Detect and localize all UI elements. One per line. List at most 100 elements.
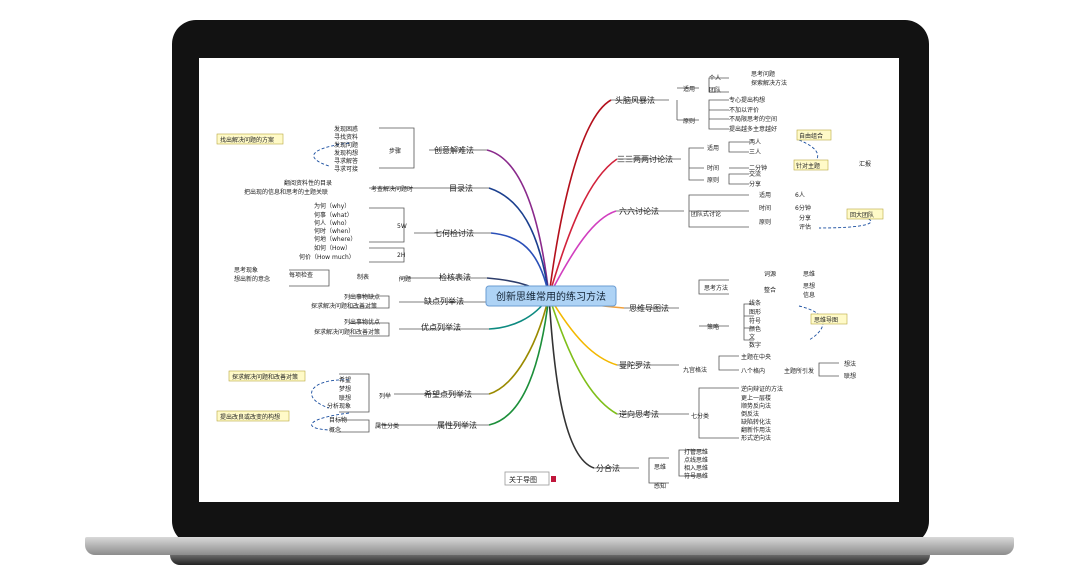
b2-s3b: 分享 xyxy=(749,180,761,188)
c2-b: 把出现的信息和思考的主题关联 xyxy=(244,188,328,196)
b7-s1: 思维 xyxy=(654,463,666,471)
c3-title: 七何检讨法 xyxy=(434,228,474,238)
c4-c: 想出新的意念 xyxy=(234,275,270,283)
c1-note: 找出解决问题的方案 xyxy=(220,136,274,144)
b4-t2c: 符号 xyxy=(749,317,761,325)
c7-a: 希望 xyxy=(339,376,351,384)
b4-t1: 思考方法 xyxy=(704,284,728,292)
c3-w-0: 为何（why） xyxy=(314,202,350,210)
b1-p4: 提出越多主意越好 xyxy=(729,125,777,133)
c3-h-0: 如何（How） xyxy=(314,244,351,252)
c7-note-box xyxy=(228,370,306,382)
b2-s1b: 三人 xyxy=(749,149,761,156)
b6-item-0: 逆向辩证的方法 xyxy=(741,385,783,393)
b1-sub1a2: 探索解决方法 xyxy=(751,79,787,87)
c3-sub2: 2H xyxy=(397,252,405,259)
b3-title: 六六讨论法 xyxy=(619,206,659,216)
b7-s1item-0: 打管思维 xyxy=(684,448,708,456)
c4-a: 每项检查 xyxy=(289,271,313,279)
b2-s3a: 交流 xyxy=(749,170,761,178)
c3-w-4: 何地（where） xyxy=(314,235,356,243)
b4-t1b2: 信息 xyxy=(803,291,815,299)
b7-s1item-2: 相入思维 xyxy=(684,464,708,472)
b2-s2a: 二分钟 xyxy=(749,164,767,172)
c5-a: 列出事物缺点 xyxy=(344,293,380,301)
c1-item-5: 寻求可接 xyxy=(334,165,358,173)
footer-box xyxy=(504,471,550,486)
b3-sub: 团队式讨论 xyxy=(691,210,721,218)
branch-b7 xyxy=(548,295,595,469)
branch-c2 xyxy=(488,187,550,297)
c4-mid: 制表 xyxy=(357,273,369,281)
c8-title: 属性列举法 xyxy=(437,420,477,430)
c7-c: 联想 xyxy=(339,394,351,402)
c2-a: 翻阅资料性的目录 xyxy=(284,179,332,187)
c7-sub: 列举 xyxy=(379,392,391,400)
branch-b2 xyxy=(548,158,618,297)
c1-item-3: 发现构想 xyxy=(334,149,358,157)
b6-sub: 七分类 xyxy=(691,412,709,420)
c3-sub1: 5W xyxy=(397,223,407,230)
c7-title: 希望点列举法 xyxy=(424,389,472,399)
branch-c3 xyxy=(490,232,550,297)
b6-item-6: 形式逆向法 xyxy=(741,434,771,442)
b6-title: 逆向思考法 xyxy=(619,409,659,419)
b5-c: 主题所引发 xyxy=(784,367,814,375)
b4-t1a1: 思维 xyxy=(803,270,815,278)
b7-title: 分合法 xyxy=(596,463,620,473)
c4-b: 思考现象 xyxy=(234,266,258,274)
c1-item-1: 寻找资料 xyxy=(334,133,358,141)
b3-a1v: 6人 xyxy=(795,192,805,199)
branch-b3 xyxy=(548,210,617,297)
b5-c2: 联想 xyxy=(844,372,856,380)
c1-sub: 步骤 xyxy=(389,147,401,155)
b3-a3a: 分享 xyxy=(799,214,811,222)
b6-item-4: 缺陷转化法 xyxy=(741,418,771,426)
c2-sub: 考查解决问题时 xyxy=(371,185,413,193)
branch-c7 xyxy=(488,295,550,395)
b5-sub: 九宫格法 xyxy=(683,366,707,374)
c1-item-0: 发现困惑 xyxy=(334,125,358,133)
laptop-base xyxy=(85,537,1014,555)
b2-tag2-box xyxy=(793,159,829,171)
book-icon xyxy=(551,476,556,482)
b5-title: 曼陀罗法 xyxy=(619,360,651,370)
b6-item-3: 倒反法 xyxy=(741,410,759,418)
c8-b: 概念 xyxy=(329,426,341,434)
c7-note: 探求解决问题和改善对策 xyxy=(232,373,298,381)
b2-s1a: 两人 xyxy=(749,139,761,146)
center-title: 创新思维常用的练习方法 xyxy=(496,290,606,303)
b1-sub2: 原则 xyxy=(683,117,695,125)
c4-sub: 问题 xyxy=(399,275,411,283)
c8-note: 提出改良或改变的构想 xyxy=(220,413,280,421)
branch-b5 xyxy=(548,295,618,366)
c8-note-box xyxy=(216,410,290,422)
b7-s1item-1: 点线思维 xyxy=(684,456,708,464)
c7-b: 梦想 xyxy=(339,385,351,393)
laptop-foot xyxy=(170,555,930,565)
b1-title: 头脑风暴法 xyxy=(615,95,655,105)
c1-title: 创意解难法 xyxy=(434,145,474,155)
b5-c1: 想法 xyxy=(844,360,856,368)
b4-title: 思维导图法 xyxy=(629,303,669,313)
b4-t2f: 数字 xyxy=(749,341,761,349)
b3-tag-box xyxy=(846,208,884,220)
c3-w-3: 何时（when） xyxy=(314,227,354,235)
b3-a3b: 评估 xyxy=(799,223,811,231)
b3-a2v: 6分钟 xyxy=(795,204,811,212)
b6-item-1: 更上一层楼 xyxy=(741,394,771,402)
b6-item-2: 顺势反向法 xyxy=(741,402,771,410)
laptop-screen: 创新思维常用的练习方法 头脑风暴法 适用 个人 思考问题 探索解决方法 团队 原… xyxy=(199,58,899,502)
center-node xyxy=(485,285,617,307)
b4-t2a: 线条 xyxy=(749,299,761,307)
mind-map: 创新思维常用的练习方法 头脑风暴法 适用 个人 思考问题 探索解决方法 团队 原… xyxy=(216,70,884,490)
b7-s2: 感知 xyxy=(654,482,666,490)
c1-item-2: 发现问题 xyxy=(334,141,358,149)
branch-b1 xyxy=(548,99,612,297)
b2-s2: 时间 xyxy=(707,164,719,172)
c4-title: 检核表法 xyxy=(439,272,471,282)
c3-w-2: 何人（who） xyxy=(314,219,350,227)
b1-sub1: 适用 xyxy=(683,85,695,93)
b4-t2b: 图形 xyxy=(749,308,761,316)
c5-b: 探求解决问题和改善对策 xyxy=(311,302,377,310)
